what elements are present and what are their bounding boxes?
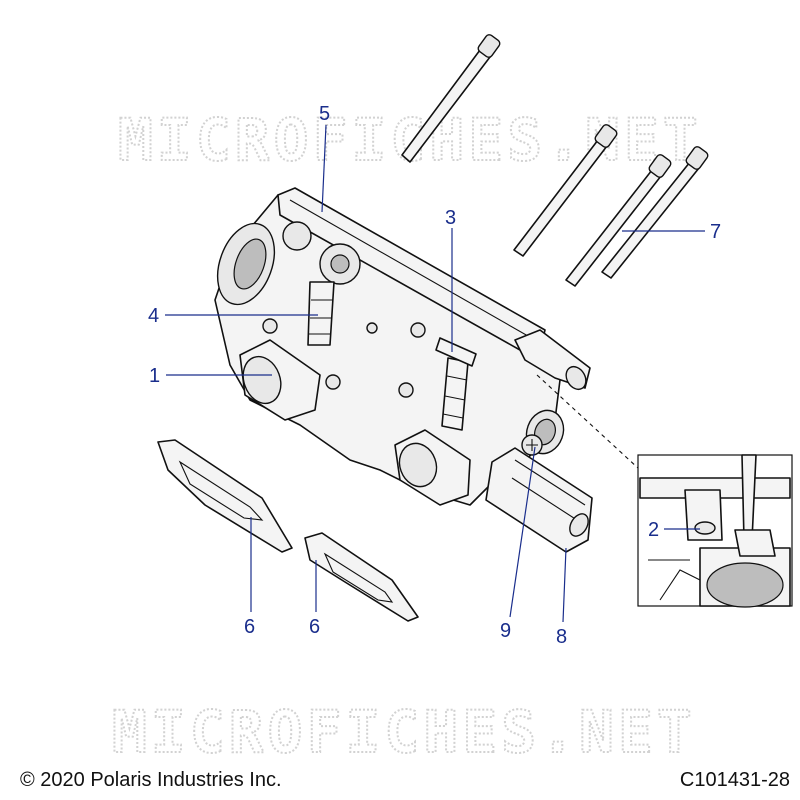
gasket-right (304, 532, 419, 622)
watermark-bottom: MICROFICHES.NET (112, 698, 696, 766)
leader-9 (509, 446, 536, 618)
bolt-group (401, 34, 709, 287)
callout-6-left: 6 (244, 616, 255, 638)
bolt-long (401, 34, 501, 163)
injector-clip (435, 337, 477, 367)
detail-inset (536, 374, 793, 608)
bolt-1 (513, 124, 618, 257)
throttle-body (214, 187, 593, 553)
fitting-left (282, 221, 312, 251)
bolt-3 (601, 146, 709, 279)
copyright-text: © 2020 Polaris Industries Inc. (20, 769, 282, 791)
bolt-2 (565, 154, 672, 287)
callout-9: 9 (500, 620, 511, 642)
gasket-left (157, 439, 293, 553)
callout-2: 2 (648, 519, 659, 541)
leader-5 (321, 124, 327, 213)
injector-right (441, 357, 469, 431)
sensor (485, 447, 593, 553)
diagram-code: C101431-28 (679, 769, 790, 791)
callout-1: 1 (149, 365, 160, 387)
leader-lines (165, 124, 705, 623)
callout-5: 5 (319, 103, 330, 125)
callout-3: 3 (445, 207, 456, 229)
callout-7: 7 (710, 221, 721, 243)
callout-4: 4 (148, 305, 159, 327)
callout-8: 8 (556, 626, 567, 648)
leader-8 (562, 547, 567, 623)
callout-6-right: 6 (309, 616, 320, 638)
callouts: 1 2 3 4 5 6 6 7 8 9 (148, 103, 721, 648)
injector-left (307, 281, 335, 346)
watermark-top: MICROFICHES.NET (118, 106, 702, 174)
